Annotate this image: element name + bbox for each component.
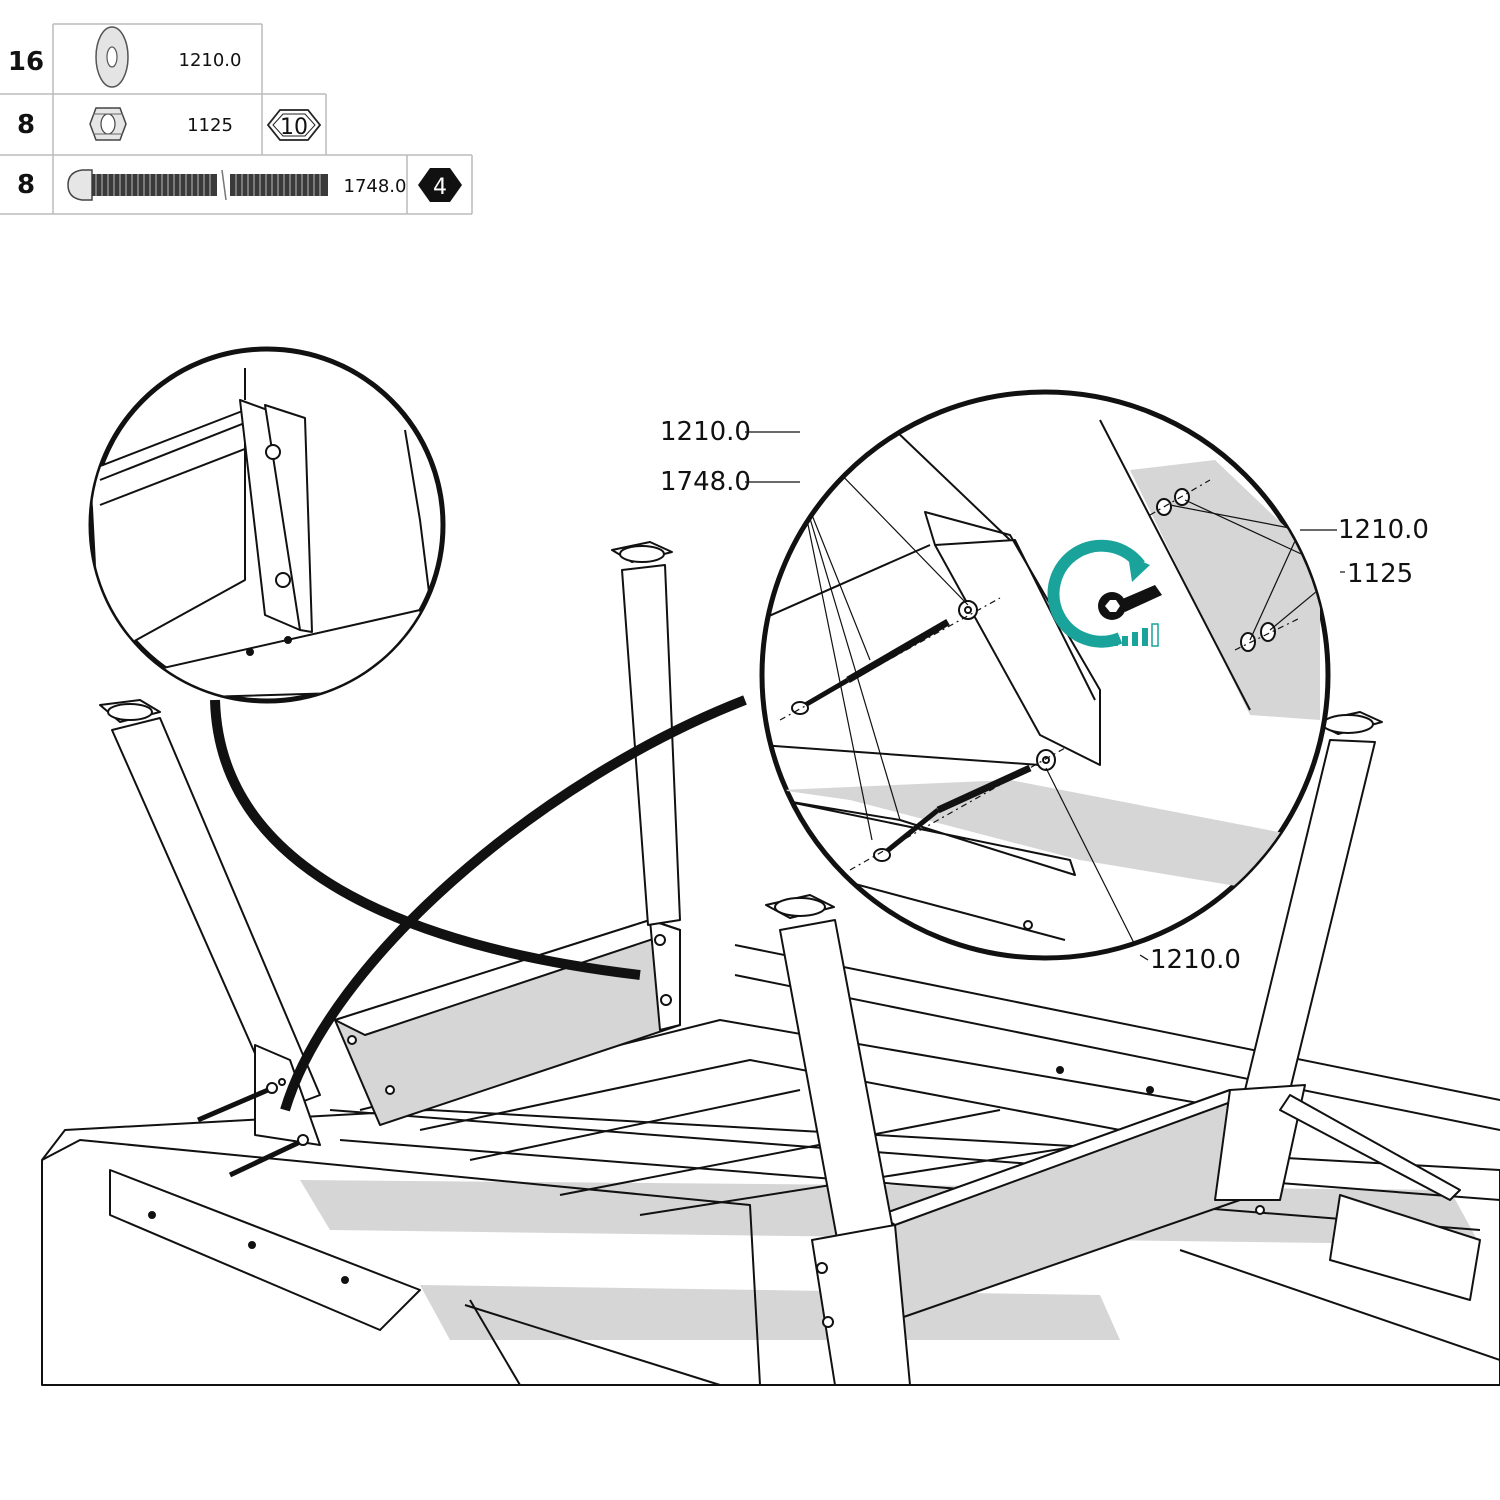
callout-washer-right: 1210.0 — [1338, 515, 1429, 545]
part-1-code: 1210.0 — [179, 50, 242, 71]
bolt-icon — [67, 169, 328, 201]
part-2-code: 1125 — [187, 115, 233, 136]
parts-table: 16 1210.0 8 1125 10 8 — [0, 23, 473, 215]
part-3-qty: 8 — [17, 170, 35, 200]
left-leg-bolts — [197, 1078, 309, 1178]
tighten-wrench-icon — [1047, 539, 1162, 648]
part-1-qty: 16 — [8, 47, 44, 77]
hex-socket-icon: 10 — [266, 109, 322, 141]
part-2-qty: 8 — [17, 110, 35, 140]
detail-circle-right — [759, 389, 1331, 961]
parts-table-grid — [0, 23, 473, 215]
callout-leaders — [745, 431, 1345, 961]
detail-connector-right — [280, 695, 747, 1112]
hex-socket-size: 10 — [280, 115, 308, 140]
part-3-code: 1748.0 — [344, 176, 407, 197]
callout-bolt: 1748.0 — [660, 467, 751, 497]
callout-washer-bottom: 1210.0 — [1150, 945, 1241, 975]
detail-connector-left — [210, 699, 641, 980]
callout-washer-top-left: 1210.0 — [660, 417, 751, 447]
callout-nut: 1125 — [1347, 559, 1413, 589]
flange-nut-icon — [89, 107, 127, 141]
desk-legs — [99, 541, 1461, 1386]
washer-icon — [95, 26, 129, 88]
allen-key-icon: 4 — [418, 168, 462, 202]
detail-circle-left — [88, 346, 446, 704]
allen-key-size: 4 — [433, 175, 447, 200]
